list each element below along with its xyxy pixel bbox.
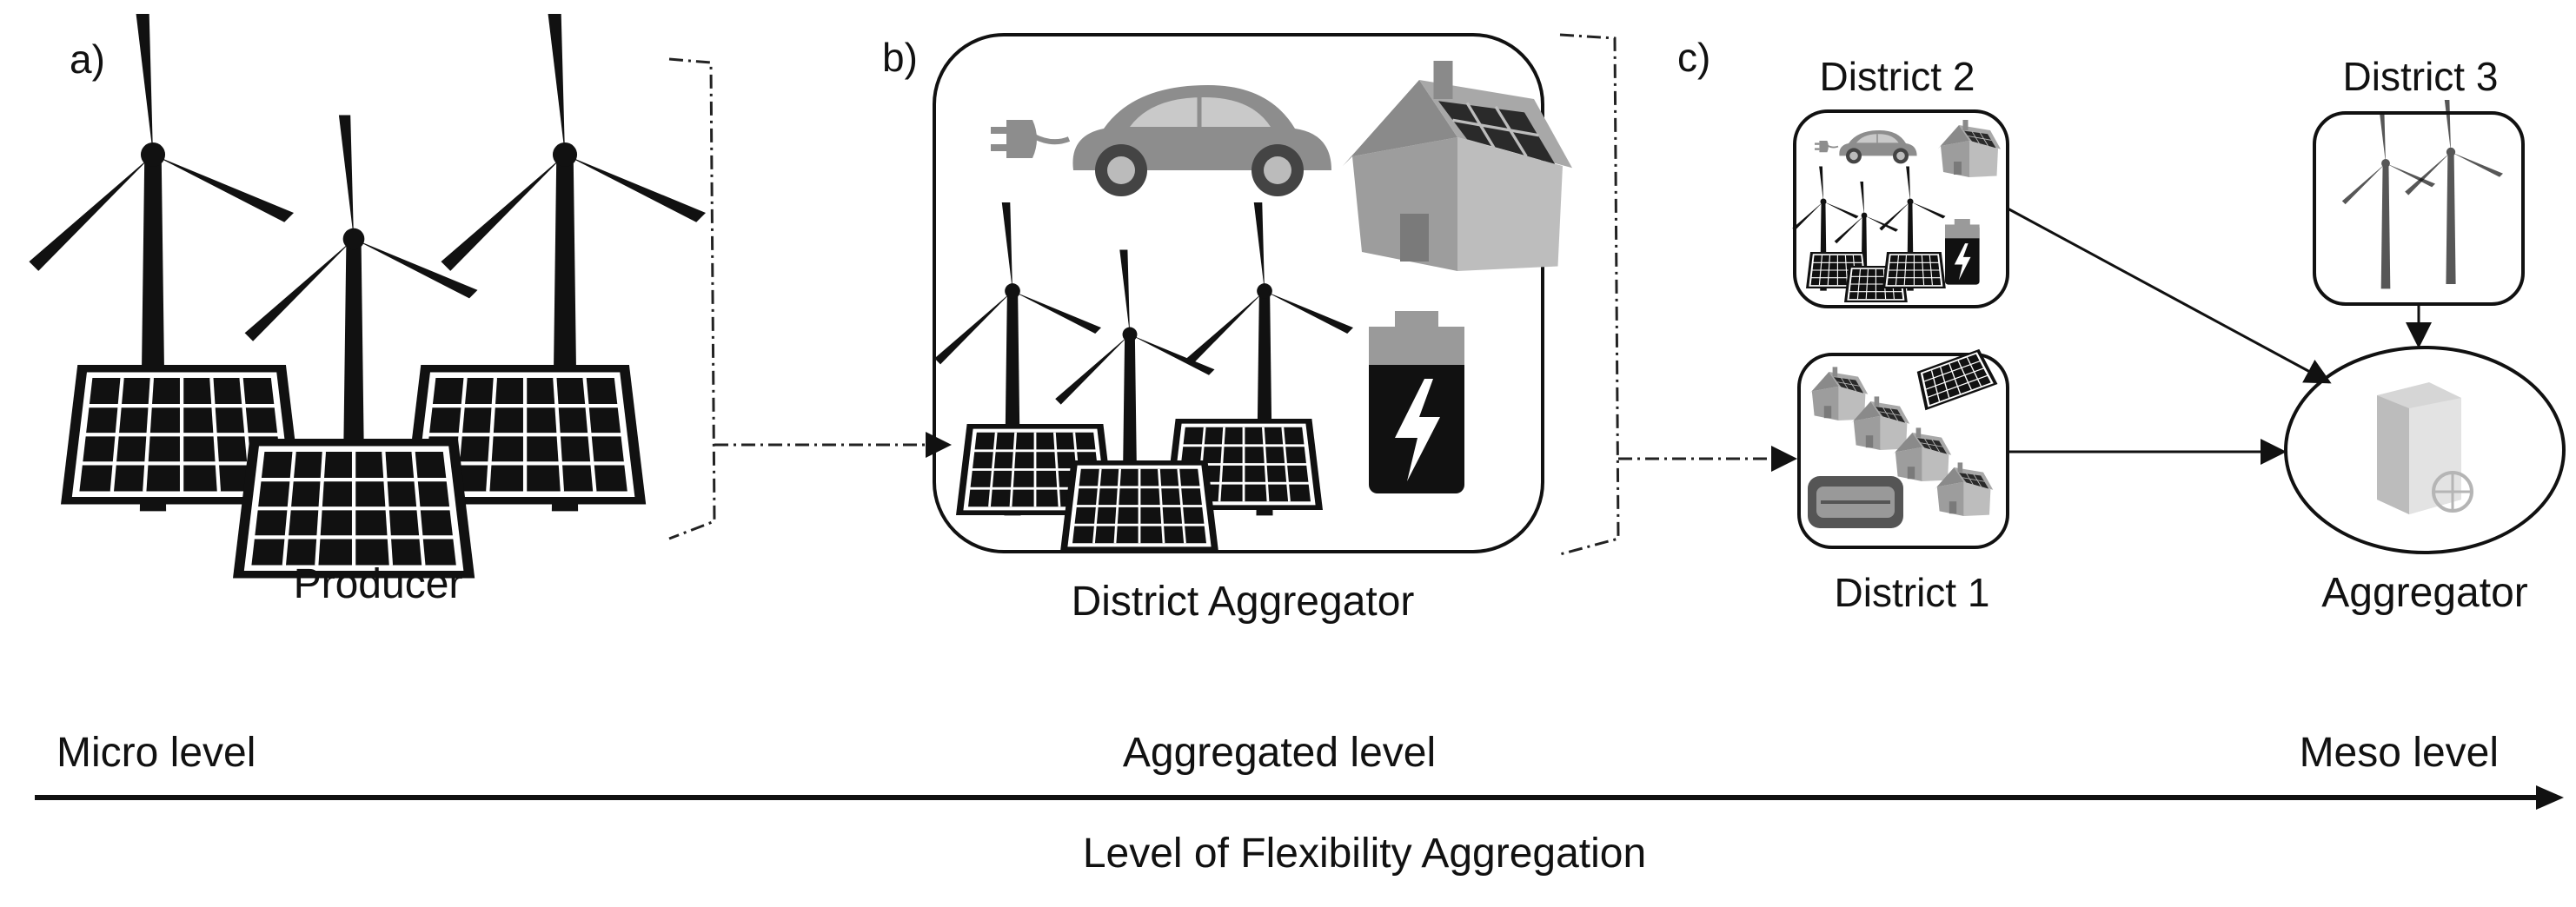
aggregated-level-label: Aggregated level [1123,730,1436,776]
micro-level-label: Micro level [56,730,256,776]
panel-c: c) District 2 [1677,35,2566,616]
electric-car-icon [1814,129,1918,165]
generator-icon [1808,476,1903,528]
arrow-district-2-to-aggregator [2007,207,2332,384]
panel-a: a) Producer [29,13,716,607]
district-3-box [2313,111,2525,306]
solar-panel-icon [1882,251,1947,289]
house-icon [1937,119,2002,178]
panel-c-letter: c) [1677,35,1710,80]
scale-axis-arrowhead [2536,785,2564,810]
aggregation-scale: Micro level Aggregated level Meso level … [35,730,2564,877]
panel-b: b) District Aggregator [882,33,1620,625]
district-aggregator-box [933,33,1544,553]
scale-axis-label: Level of Flexibility Aggregation [1083,831,1646,877]
bracket-a [668,57,716,540]
battery-icon [1945,219,1980,285]
battery-icon [1369,311,1464,493]
meso-level-label: Meso level [2300,730,2499,776]
house-icon [1341,59,1574,273]
district-1-label: District 1 [1835,570,1990,615]
panel-b-letter: b) [882,35,918,80]
district-aggregator-label: District Aggregator [1072,579,1415,625]
district-2-label: District 2 [1820,54,1975,99]
house-icon [1809,366,1869,421]
solar-panel-icon [233,439,475,579]
producer-label: Producer [294,561,463,607]
panel-a-letter: a) [70,36,105,82]
district-3-label: District 3 [2343,54,2499,99]
electric-car-icon [991,85,1331,196]
server-icon [2377,382,2473,514]
bracket-b [1559,33,1620,556]
aggregator-label: Aggregator [2321,570,2528,616]
wind-turbine-icon [2405,100,2503,284]
solar-panel-icon [1059,459,1220,553]
wind-turbine-icon [2341,114,2435,289]
